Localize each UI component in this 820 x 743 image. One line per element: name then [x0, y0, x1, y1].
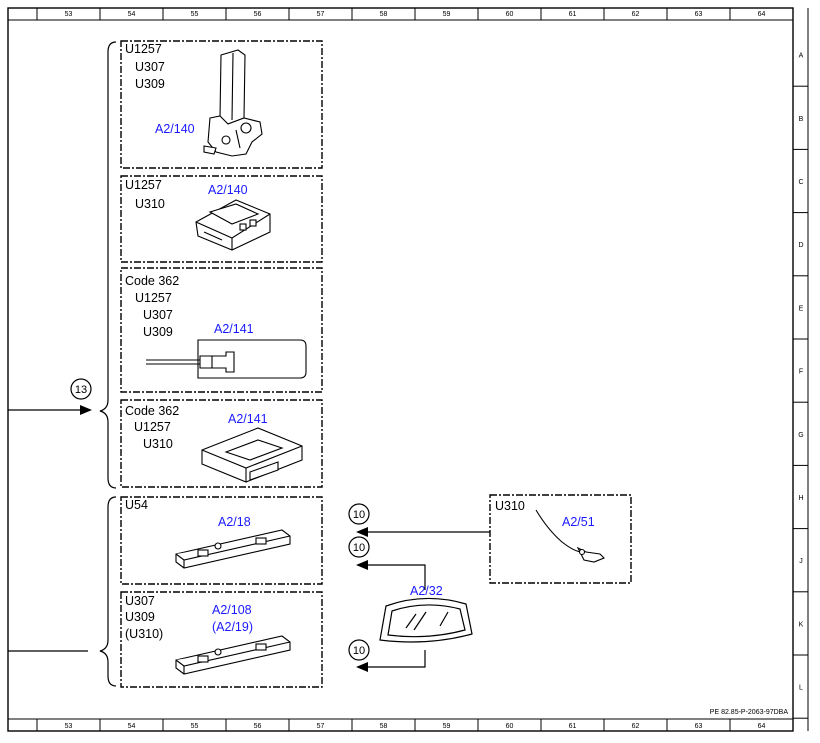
column-number-bottom: 55 [191, 723, 199, 730]
row-letter: D [798, 242, 803, 249]
row-letter: G [798, 432, 803, 439]
column-number-bottom: 57 [317, 723, 325, 730]
antenna-strip-icon [175, 529, 291, 569]
box-3 [120, 267, 323, 393]
box-2-part: A2/140 [208, 183, 248, 197]
column-number-bottom: 58 [380, 723, 388, 730]
box-4-part: A2/141 [228, 412, 268, 426]
row-letter: J [799, 558, 803, 565]
box-5-part: A2/18 [218, 515, 251, 529]
column-number-bottom: 53 [65, 723, 73, 730]
brace-bottom [99, 496, 117, 687]
antenna-module-mast-icon [203, 49, 263, 157]
box-1-part: A2/140 [155, 122, 195, 136]
column-number-top: 58 [380, 11, 388, 18]
callout-13-label: 13 [75, 384, 87, 396]
windshield-part: A2/32 [410, 584, 443, 598]
callout-10-b-label: 10 [353, 542, 365, 554]
box-1-codes: U1257 U307 U309 [125, 42, 168, 91]
row-letter: C [798, 179, 803, 186]
column-number-bottom: 56 [254, 723, 262, 730]
antenna-strip-icon [175, 635, 291, 675]
column-number-top: 63 [695, 11, 703, 18]
box-6-codes: U307 U309 (U310) [125, 594, 163, 641]
column-number-bottom: 64 [758, 723, 766, 730]
column-number-top: 60 [506, 11, 514, 18]
column-number-bottom: 59 [443, 723, 451, 730]
box-6-parts: A2/108 (A2/19) [212, 603, 255, 634]
arrow-head-a [356, 527, 368, 537]
column-number-top: 53 [65, 11, 73, 18]
column-ruler: 53 53 54 54 55 55 56 56 57 57 58 58 59 59 60 60 61 61 62 62… [36, 8, 766, 731]
box-1 [120, 40, 323, 169]
column-number-bottom: 54 [128, 723, 136, 730]
box-7-codes: U310 [495, 499, 525, 513]
feed-arrowhead [80, 405, 92, 415]
box-7 [489, 494, 632, 584]
callout-10-a-label: 10 [353, 509, 365, 521]
box-4 [120, 399, 323, 488]
row-letter: B [799, 116, 804, 123]
box-4-codes: Code 362 U1257 U310 [125, 404, 183, 451]
box-3-codes: Code 362 U1257 U307 U309 [125, 274, 183, 339]
brace-top [99, 41, 117, 489]
row-ruler: A B C D E F G H J K L [793, 53, 808, 719]
box-2 [120, 175, 323, 263]
row-letter: F [799, 369, 803, 376]
wire-antenna-icon [535, 509, 605, 563]
column-number-bottom: 61 [569, 723, 577, 730]
row-letter: K [799, 621, 804, 628]
box-5-codes: U54 [125, 498, 148, 512]
arrow-line-b [366, 564, 426, 590]
box-5 [120, 496, 323, 585]
column-number-bottom: 60 [506, 723, 514, 730]
antenna-module-box-icon [195, 199, 271, 251]
row-letter: A [799, 53, 804, 60]
box-6 [120, 591, 323, 688]
windshield-icon [379, 597, 473, 643]
arrow-head-b [356, 560, 368, 570]
column-number-top: 54 [128, 11, 136, 18]
row-letter: H [798, 495, 803, 502]
arrow-head-c [356, 662, 368, 672]
callout-13 [70, 378, 92, 400]
callout-10-a [348, 503, 370, 525]
box-7-part: A2/51 [562, 515, 595, 529]
column-number-top: 64 [758, 11, 766, 18]
column-number-top: 59 [443, 11, 451, 18]
antenna-amplifier-board-icon [146, 339, 307, 379]
column-number-top: 55 [191, 11, 199, 18]
column-number-top: 56 [254, 11, 262, 18]
callout-10-c-label: 10 [353, 645, 365, 657]
row-letter: L [799, 685, 803, 692]
column-number-top: 57 [317, 11, 325, 18]
box-2-codes: U1257 U310 [125, 178, 165, 211]
arrow-line-c [366, 650, 426, 668]
column-number-top: 62 [632, 11, 640, 18]
column-number-top: 61 [569, 11, 577, 18]
amplifier-box-icon [201, 427, 303, 483]
column-number-bottom: 62 [632, 723, 640, 730]
box-3-part: A2/141 [214, 322, 254, 336]
row-letter: E [799, 305, 804, 312]
callout-10-b [348, 536, 370, 558]
callout-10-c [348, 639, 370, 661]
document-reference: PE 82.85-P-2063-97DBA [710, 709, 789, 716]
column-number-bottom: 63 [695, 723, 703, 730]
